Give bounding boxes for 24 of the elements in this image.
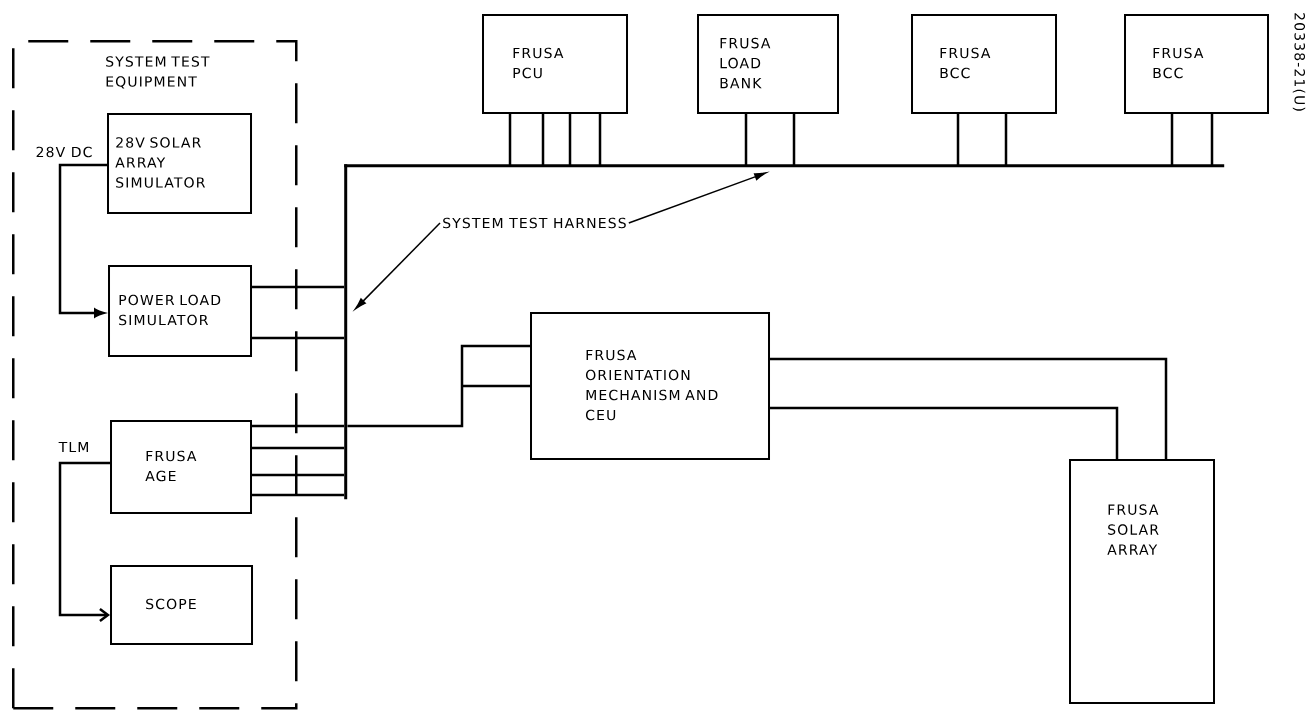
block-box: 28V SOLAR ARRAY SIMULATOR — [107, 113, 252, 214]
block-box: FRUSA AGE — [110, 420, 252, 514]
wire — [508, 112, 602, 167]
block-box: FRUSA ORIENTATION MECHANISM AND CEU — [530, 312, 770, 460]
block-box: FRUSA PCU — [482, 14, 628, 114]
arrow — [58, 163, 107, 318]
block-box: SCOPE — [110, 565, 253, 645]
wire — [956, 112, 1008, 167]
block-box: POWER LOAD SIMULATOR — [108, 265, 252, 357]
leader-line — [354, 222, 441, 310]
wire — [1170, 112, 1214, 167]
wire — [768, 357, 1168, 461]
wire — [744, 112, 796, 167]
block-box: FRUSA SOLAR ARRAY — [1069, 459, 1215, 704]
arrow — [58, 461, 110, 622]
wire — [346, 344, 532, 428]
wire — [250, 285, 346, 340]
leader-line — [628, 172, 767, 224]
wire — [250, 424, 346, 497]
harness-line — [344, 164, 348, 500]
block-box: FRUSA BCC — [1124, 14, 1269, 114]
block-box: FRUSA LOAD BANK — [697, 14, 839, 114]
drawing-number: 20338-21(U) — [1292, 13, 1306, 111]
block-box: FRUSA BCC — [911, 14, 1057, 114]
